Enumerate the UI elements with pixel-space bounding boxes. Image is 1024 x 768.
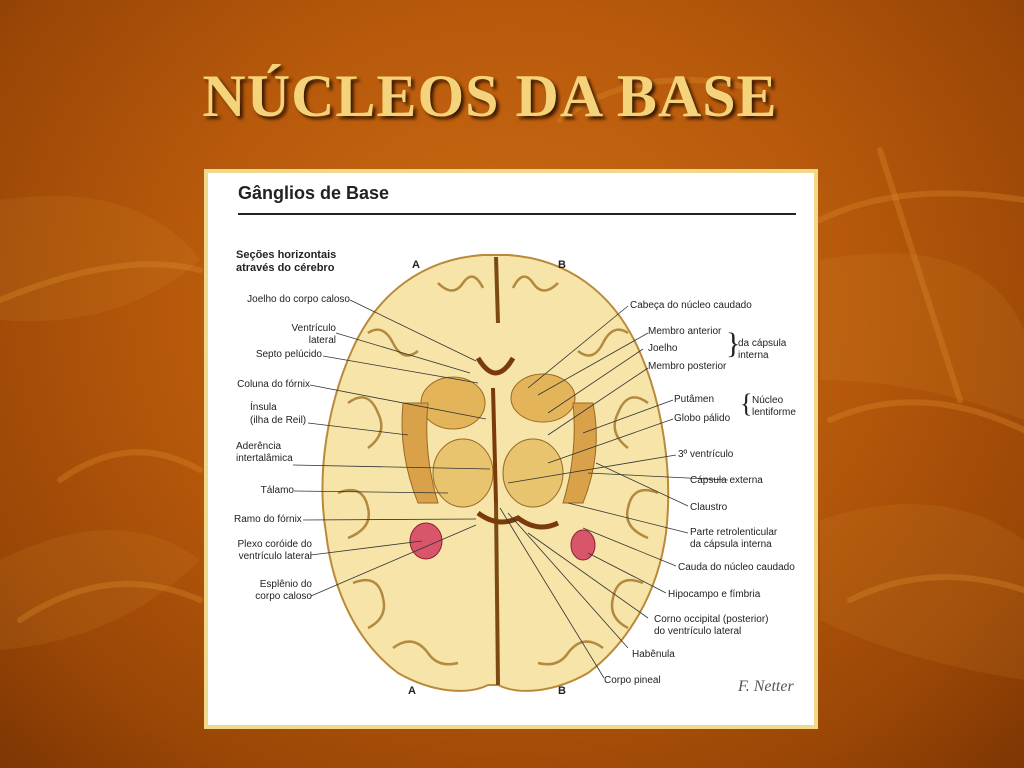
label-3-ventriculo: 3º ventrículo [678,449,734,460]
label-plexo-coroide: Plexo coróide do [237,539,313,550]
label-lateral: lateral [308,335,336,346]
subtitle-line-2: através do cérebro [236,262,335,274]
anatomy-figure: Gânglios de Base Seções horizontais atra… [204,169,818,729]
label-insula: Ínsula [250,402,277,413]
title-rule [238,213,796,215]
label-do-ventriculo-lateral: do ventrículo lateral [654,626,742,637]
subtitle-line-1: Seções horizontais [236,249,337,261]
label-ramo-fornix: Ramo do fórnix [234,514,302,525]
section-letter-a-top: A [412,259,420,271]
label-claustro: Claustro [690,502,728,513]
artist-signature: F. Netter [738,678,794,695]
label-membro-anterior: Membro anterior [648,326,722,337]
section-letter-a-bottom: A [408,685,416,697]
label-lentiforme: lentiforme [752,407,796,418]
label-septo-pelucido: Septo pelúcido [255,349,322,360]
figure-title: Gânglios de Base [238,183,390,203]
label-corpo-pineal: Corpo pineal [604,675,661,686]
label-cabeca-nucleo-caudado: Cabeça do núcleo caudado [630,300,752,311]
figure-subtitle: Seções horizontais através do cérebro [236,249,356,275]
label-joelho-corpo-caloso: Joelho do corpo caloso [247,294,350,305]
label-capsula-interna-retro: da cápsula interna [690,539,772,550]
label-joelho: Joelho [648,343,678,354]
label-coluna-fornix: Coluna do fórnix [237,379,310,390]
label-ventriculo: Ventrículo [291,323,336,334]
label-habenula: Habênula [632,649,675,660]
label-corno-occipital: Corno occipital (posterior) [654,614,769,625]
label-intertalamica: intertalâmica [236,453,293,464]
label-cauda-nucleo-caudado: Cauda do núcleo caudado [678,562,795,573]
label-hipocampo-fimbria: Hipocampo e fímbria [668,589,761,600]
label-globo-palido: Globo pálido [674,413,731,424]
label-interna: interna [738,350,769,361]
label-parte-retrolenticular: Parte retrolenticular [690,527,778,538]
label-nucleo: Núcleo [752,395,784,406]
section-letter-b-top: B [558,259,566,271]
label-esplenio: Esplênio do [259,579,312,590]
label-aderencia: Aderência [236,441,282,452]
nucleo-lentiforme-brace: { [740,389,753,418]
label-corpo-caloso: corpo caloso [255,591,312,602]
label-putamen: Putâmen [674,394,715,405]
label-capsula-externa: Cápsula externa [690,475,763,486]
section-letter-b-bottom: B [558,685,566,697]
label-da-capsula: da cápsula [738,338,787,349]
label-talamo: Tálamo [260,485,294,496]
slide-title: NÚCLEOS DA BASE [202,63,778,129]
brain-horizontal-section-illustration [292,254,729,692]
label-ilha-reil: (ilha de Reil) [250,415,307,426]
capsula-interna-brace: } [726,327,741,360]
label-ventriculo-lateral: ventrículo lateral [238,551,312,562]
label-membro-posterior: Membro posterior [648,361,727,372]
